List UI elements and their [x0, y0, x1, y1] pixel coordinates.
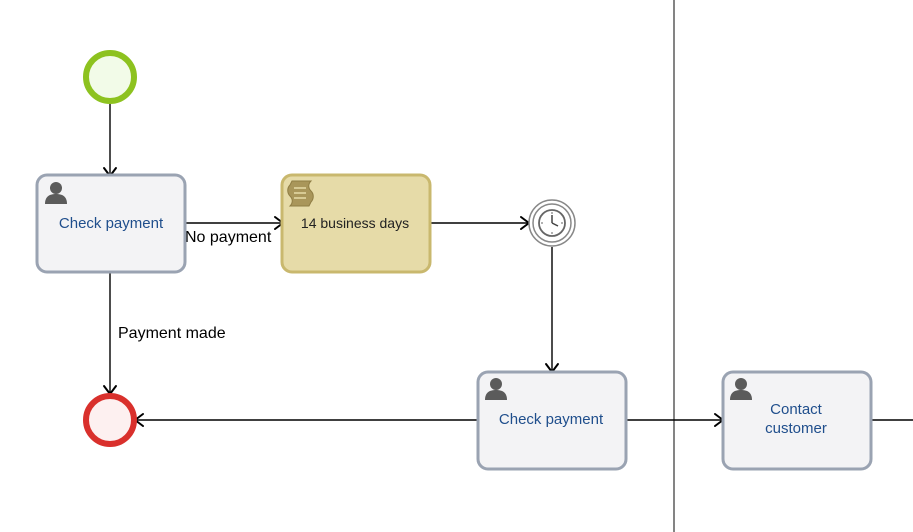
flow-wait-to-timer[interactable] — [430, 216, 530, 230]
flow-no-payment[interactable] — [185, 216, 284, 230]
task-check-payment-2[interactable]: Check payment — [476, 370, 628, 471]
task-label-contact-line1: Contact — [770, 401, 823, 418]
timer-event[interactable] — [528, 199, 576, 247]
task-contact-customer[interactable]: Contact customer — [721, 370, 873, 471]
task-14-business-days[interactable]: 14 business days — [280, 173, 432, 274]
flow-start-to-check[interactable] — [103, 104, 117, 177]
flow-payment-made[interactable] — [103, 272, 117, 395]
flow-check2-to-end[interactable] — [134, 413, 478, 427]
task-label-contact-line2: customer — [765, 420, 827, 437]
flow-label-payment-made: Payment made — [118, 325, 226, 342]
user-icon — [485, 378, 507, 400]
user-icon — [730, 378, 752, 400]
end-event[interactable] — [83, 393, 137, 447]
clock-icon — [538, 209, 566, 237]
start-event[interactable] — [83, 50, 137, 104]
user-icon — [45, 182, 67, 204]
flow-label-no-payment: No payment — [185, 229, 272, 246]
task-label-14-business-days: 14 business days — [301, 215, 409, 231]
task-label-check-payment-1: Check payment — [59, 215, 164, 232]
task-label-check-payment-2: Check payment — [499, 411, 604, 428]
flow-timer-to-check[interactable] — [545, 247, 559, 373]
script-icon — [287, 180, 314, 207]
task-check-payment-1[interactable]: Check payment — [35, 173, 187, 274]
